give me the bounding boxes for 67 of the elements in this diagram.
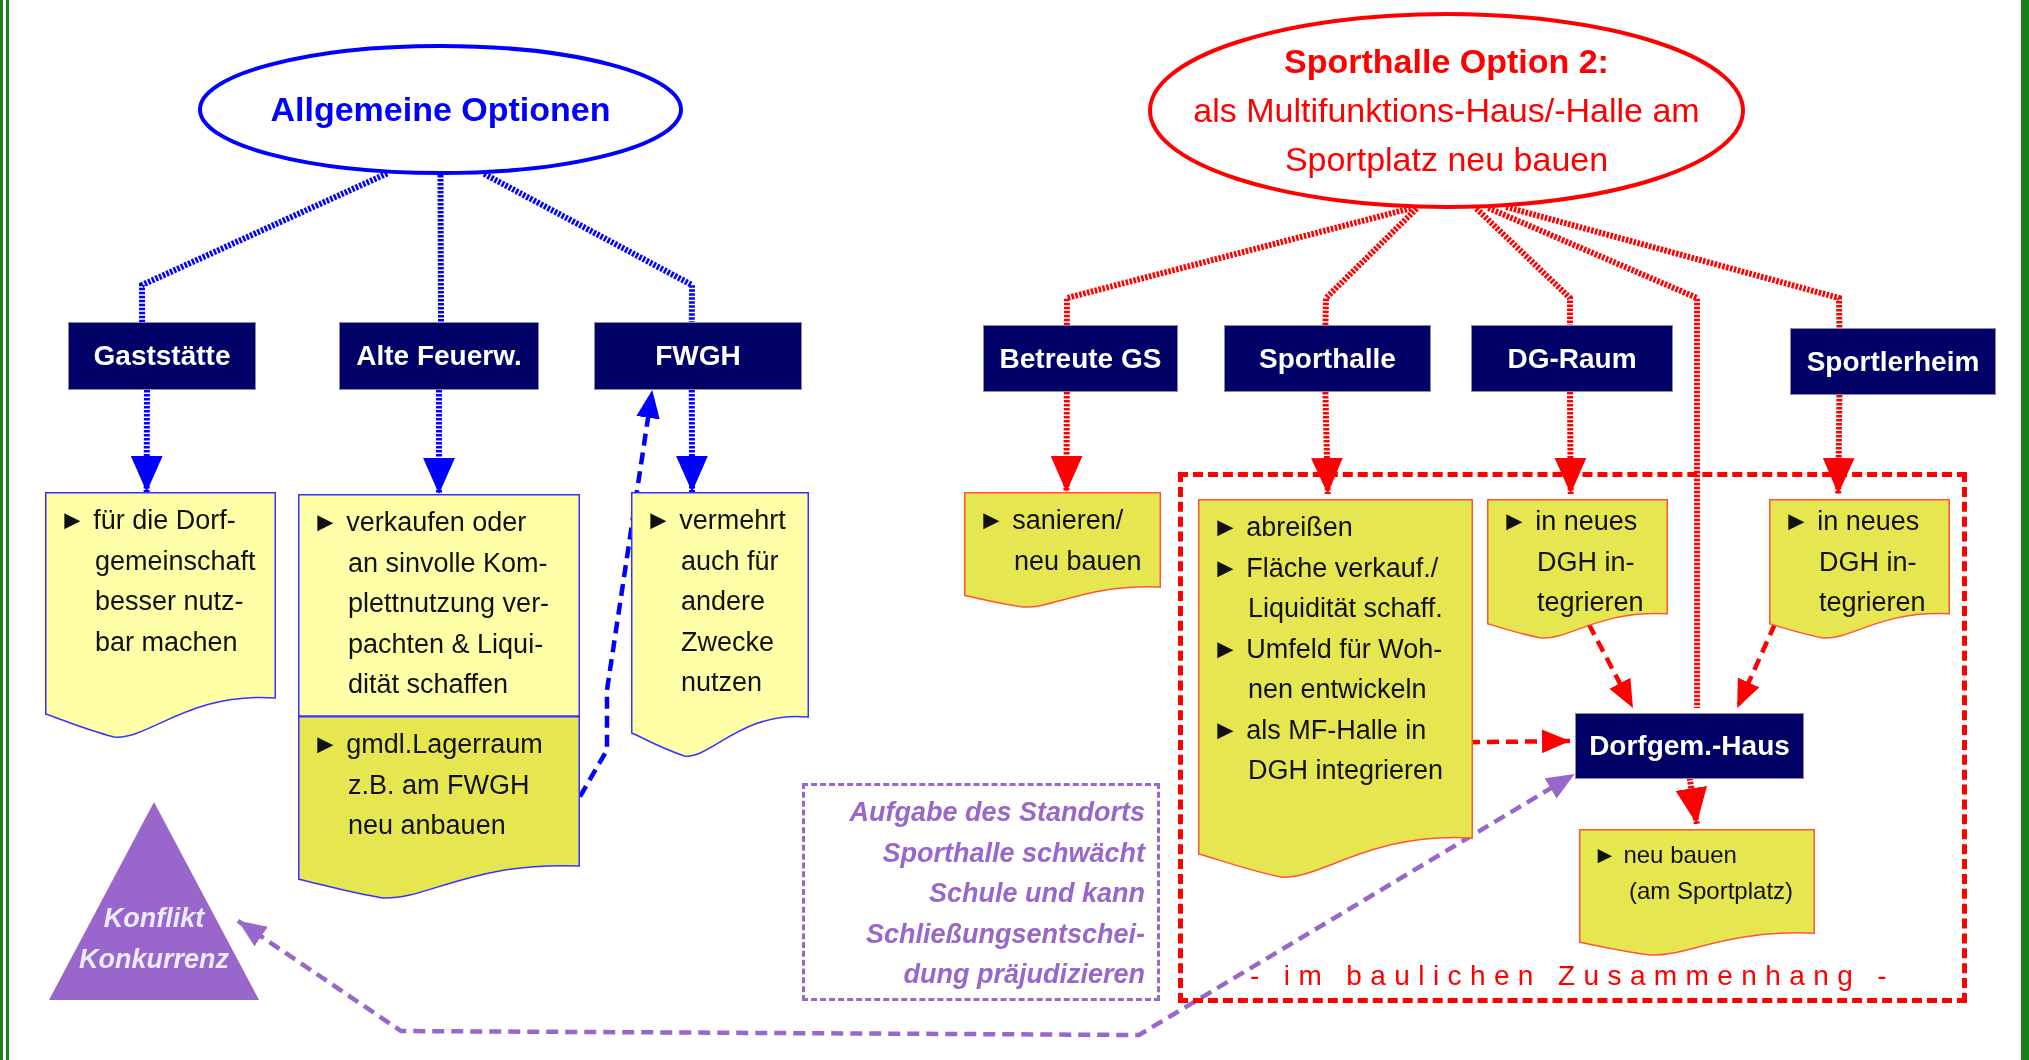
arrow — [130, 390, 163, 492]
node-label: Sportlerheim — [1806, 345, 1980, 378]
category-box — [983, 325, 1178, 392]
document-shape — [964, 492, 1161, 608]
node-label: Allgemeine Optionen — [270, 88, 611, 130]
category-box — [1790, 328, 1996, 395]
document-shape — [45, 492, 276, 738]
connector-line — [482, 171, 695, 322]
dashed-group-frame — [1178, 472, 1967, 1003]
node-label: Dorfgem.-Haus — [1589, 730, 1790, 762]
connector-line — [1063, 205, 1412, 325]
bullet-text: ► in neues DGH in- tegrieren — [1783, 505, 1927, 619]
bullet-text: ► für die Dorf- gemeinschaft besser nutz- bar machen — [59, 504, 257, 659]
category-box — [594, 322, 802, 390]
arrow — [1050, 392, 1083, 492]
document-shape — [1198, 499, 1473, 878]
connector-line — [1474, 206, 1573, 325]
bullet-text: ► vermehrt auch für andere Zwecke nutzen — [645, 504, 787, 699]
warning-triangle — [49, 802, 259, 1000]
document-shape — [1487, 499, 1668, 639]
node-label: DG-Raum — [1507, 342, 1637, 375]
document-shape — [1769, 499, 1950, 639]
bullet-text: ► in neues DGH in- tegrieren — [1501, 505, 1645, 619]
node-label: Betreute GS — [999, 342, 1162, 375]
arrow — [1822, 394, 1855, 495]
document-shape — [298, 494, 580, 716]
arrow — [676, 390, 708, 492]
connector-line — [1487, 205, 1701, 708]
bullet-text: ► neu bauen — [1593, 840, 1738, 870]
node-label: Sporthalle Option 2: — [1284, 40, 1609, 82]
category-box — [1224, 325, 1431, 392]
arrow — [1586, 623, 1635, 710]
bullet-text: ► Fläche verkauf./ Liquidität schaff. — [1212, 551, 1444, 625]
title-ellipse — [198, 44, 683, 175]
bullet-text: ► gmdl.Lagerraum z.B. am FWGH neu anbauen — [312, 728, 544, 842]
bullet-text: ► verkaufen oder an sinvolle Kom- plettnutzung ver- pachten & Liqui- dität schaffen — [312, 506, 551, 701]
category-box — [1575, 713, 1804, 779]
note-box — [802, 783, 1160, 1001]
document-shape — [631, 492, 809, 757]
node-label: Sporthalle — [1259, 342, 1396, 375]
arrow — [1735, 623, 1777, 709]
arrow — [1554, 391, 1587, 495]
bullet-text: (am Sportplatz) — [1628, 876, 1795, 906]
arrow — [423, 390, 455, 494]
bullet-text: ► Umfeld für Woh- nen entwickeln — [1212, 632, 1444, 706]
node-label: Konflikt Konkurrenz — [78, 902, 230, 976]
bullet-text: ► abreißen — [1212, 511, 1354, 544]
document-shape — [1579, 829, 1815, 956]
node-label: - im baulichen Zusammenhang - — [1248, 960, 1897, 992]
connector-line — [1505, 204, 1843, 329]
connector-line — [139, 170, 389, 322]
node-label: als Multifunktions-Haus/-Halle am Sportplatz neu bauen — [1192, 89, 1701, 181]
title-ellipse — [1148, 12, 1745, 209]
bullet-text: ► als MF-Halle in DGH integrieren — [1212, 713, 1445, 787]
node-label: FWGH — [655, 340, 741, 372]
bullet-text: ► sanieren/ neu bauen — [978, 504, 1143, 578]
arrow — [1311, 391, 1343, 495]
document-shape — [298, 716, 580, 899]
node-label: Aufgabe des Standorts Sporthalle schwächt Schule und kann Schließungsentschei- dung präjudizieren — [848, 796, 1145, 991]
connector-line — [437, 175, 444, 322]
arrow — [236, 772, 1576, 1038]
category-box — [68, 322, 256, 390]
node-label: Gaststätte — [93, 340, 231, 372]
connector-line — [1322, 206, 1419, 326]
category-box — [339, 322, 539, 390]
category-box — [1471, 325, 1673, 392]
node-label: Alte Feuerw. — [356, 340, 522, 372]
